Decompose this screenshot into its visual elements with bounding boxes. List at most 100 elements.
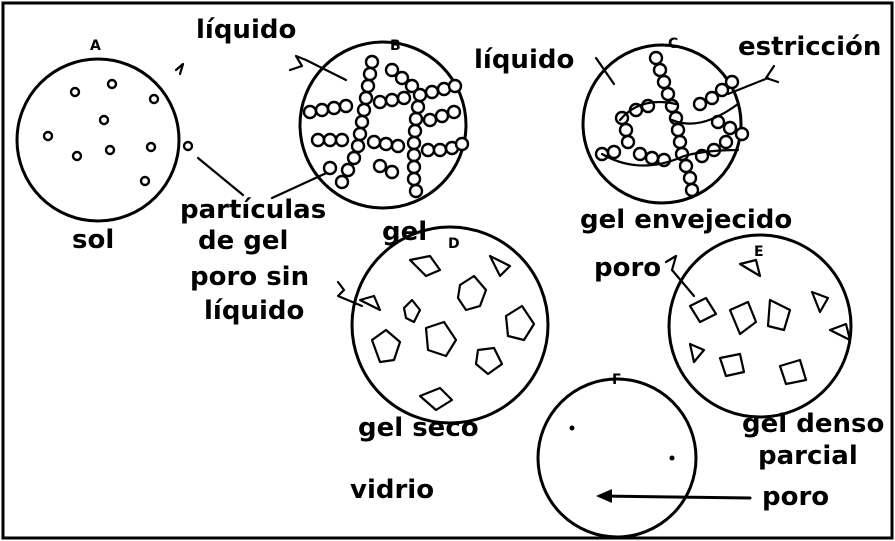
panel-a-sol: A sol (17, 38, 192, 255)
gel-particle-bead (374, 160, 386, 172)
gel-particle-bead (408, 173, 420, 185)
sol-particles (44, 80, 192, 185)
sol-particle (108, 80, 116, 88)
gel-particle-bead (686, 184, 698, 196)
gel-particle-bead (672, 124, 684, 136)
gel-particle-bead (348, 152, 360, 164)
panel-f-tag: F (612, 372, 622, 388)
pore-outline (730, 302, 756, 334)
gel-particle-bead (304, 106, 316, 118)
gel-particle-bead (408, 137, 420, 149)
gel-particle-bead (374, 96, 386, 108)
panel-b-tag: B (390, 38, 401, 54)
gel-particle-bead (366, 56, 378, 68)
sol-particle (147, 143, 155, 151)
gel-particle-bead (410, 113, 422, 125)
pore-outline (372, 330, 400, 362)
gel-particle-bead (398, 92, 410, 104)
gel-particle-bead (662, 88, 674, 100)
gel-particle-bead (456, 138, 468, 150)
pore-outline (740, 260, 760, 276)
panel-c-tag: C (668, 36, 678, 52)
gel-particle-bead (620, 124, 632, 136)
gel-particle-bead (408, 161, 420, 173)
gel-particle-bead (358, 104, 370, 116)
panel-d-tag: D (448, 236, 460, 252)
gel-particle-bead (386, 166, 398, 178)
gel-particle-bead (424, 114, 436, 126)
gel-particle-bead (654, 64, 666, 76)
panel-e-dense-gel: E gel denso parcial (669, 235, 884, 471)
panel-e-circle (669, 235, 851, 417)
gel-bead-chains (304, 56, 468, 197)
pore-outline (812, 292, 828, 312)
gel-particle-bead (608, 146, 620, 158)
gel-particle-bead (448, 106, 460, 118)
panel-f-glass: F (538, 372, 696, 537)
gel-particle-bead (646, 152, 658, 164)
panel-a-tag: A (90, 38, 101, 54)
gel-particle-bead (324, 162, 336, 174)
panel-b-circle (300, 42, 466, 208)
gel-particle-bead (336, 176, 348, 188)
gel-particle-bead (408, 149, 420, 161)
panel-a-caption: sol (72, 225, 114, 255)
sol-particle (44, 132, 52, 140)
gel-particle-bead (449, 80, 461, 92)
panel-a-squiggle (176, 64, 183, 74)
pore-outline (458, 276, 486, 310)
gel-particle-bead (386, 94, 398, 106)
gel-particle-bead (362, 80, 374, 92)
panel-e-caption-line1: gel denso (742, 409, 884, 439)
particulas-pointer-a (198, 158, 243, 195)
particulas-label-line2: de gel (198, 226, 288, 256)
liquido-b-pointer (290, 56, 346, 80)
sol-particle (184, 142, 192, 150)
pore-outline (426, 322, 456, 356)
poro-sin-label-line1: poro sin (190, 262, 309, 292)
panel-d-circle (352, 227, 548, 423)
gel-particle-bead (312, 134, 324, 146)
sol-particle (106, 146, 114, 154)
sol-particle (150, 95, 158, 103)
poro-sin-label-line2: líquido (204, 296, 304, 326)
gel-particle-bead (674, 136, 686, 148)
pore-outline (506, 306, 534, 340)
dense-gel-pores (690, 260, 850, 384)
aged-gel-beads (596, 52, 748, 196)
panel-c-caption: gel envejecido (580, 205, 792, 235)
gel-particle-bead (360, 92, 372, 104)
sol-particle (73, 152, 81, 160)
gel-particle-bead (340, 100, 352, 112)
gel-particle-bead (324, 134, 336, 146)
sol-particle (100, 116, 108, 124)
gel-particle-bead (364, 68, 376, 80)
pore-outline (360, 296, 380, 310)
gel-particle-bead (724, 122, 736, 134)
gel-particle-bead (694, 98, 706, 110)
gel-particle-bead (406, 80, 418, 92)
panel-d-caption: gel seco (358, 413, 479, 443)
pore-outline (830, 324, 850, 340)
gel-particle-bead (380, 138, 392, 150)
gel-particle-bead (342, 164, 354, 176)
poro-f-arrow-line (600, 496, 750, 498)
panel-a-circle (17, 59, 179, 221)
pore-outline (720, 354, 744, 376)
gel-particle-bead (422, 144, 434, 156)
gel-particle-bead (412, 101, 424, 113)
gel-particle-bead (658, 76, 670, 88)
sol-particle (71, 88, 79, 96)
pore-outline (690, 298, 716, 322)
gel-particle-bead (680, 160, 692, 172)
glass-residual-pore (570, 426, 575, 431)
liquido-label-c: líquido (474, 45, 574, 75)
panel-f-caption: vidrio (350, 475, 434, 505)
pore-outline (404, 300, 420, 322)
estriccion-label: estricción (738, 32, 881, 62)
gel-particle-bead (356, 116, 368, 128)
poro-label-e: poro (594, 253, 661, 283)
pore-outline (690, 344, 704, 362)
gel-particle-bead (336, 134, 348, 146)
